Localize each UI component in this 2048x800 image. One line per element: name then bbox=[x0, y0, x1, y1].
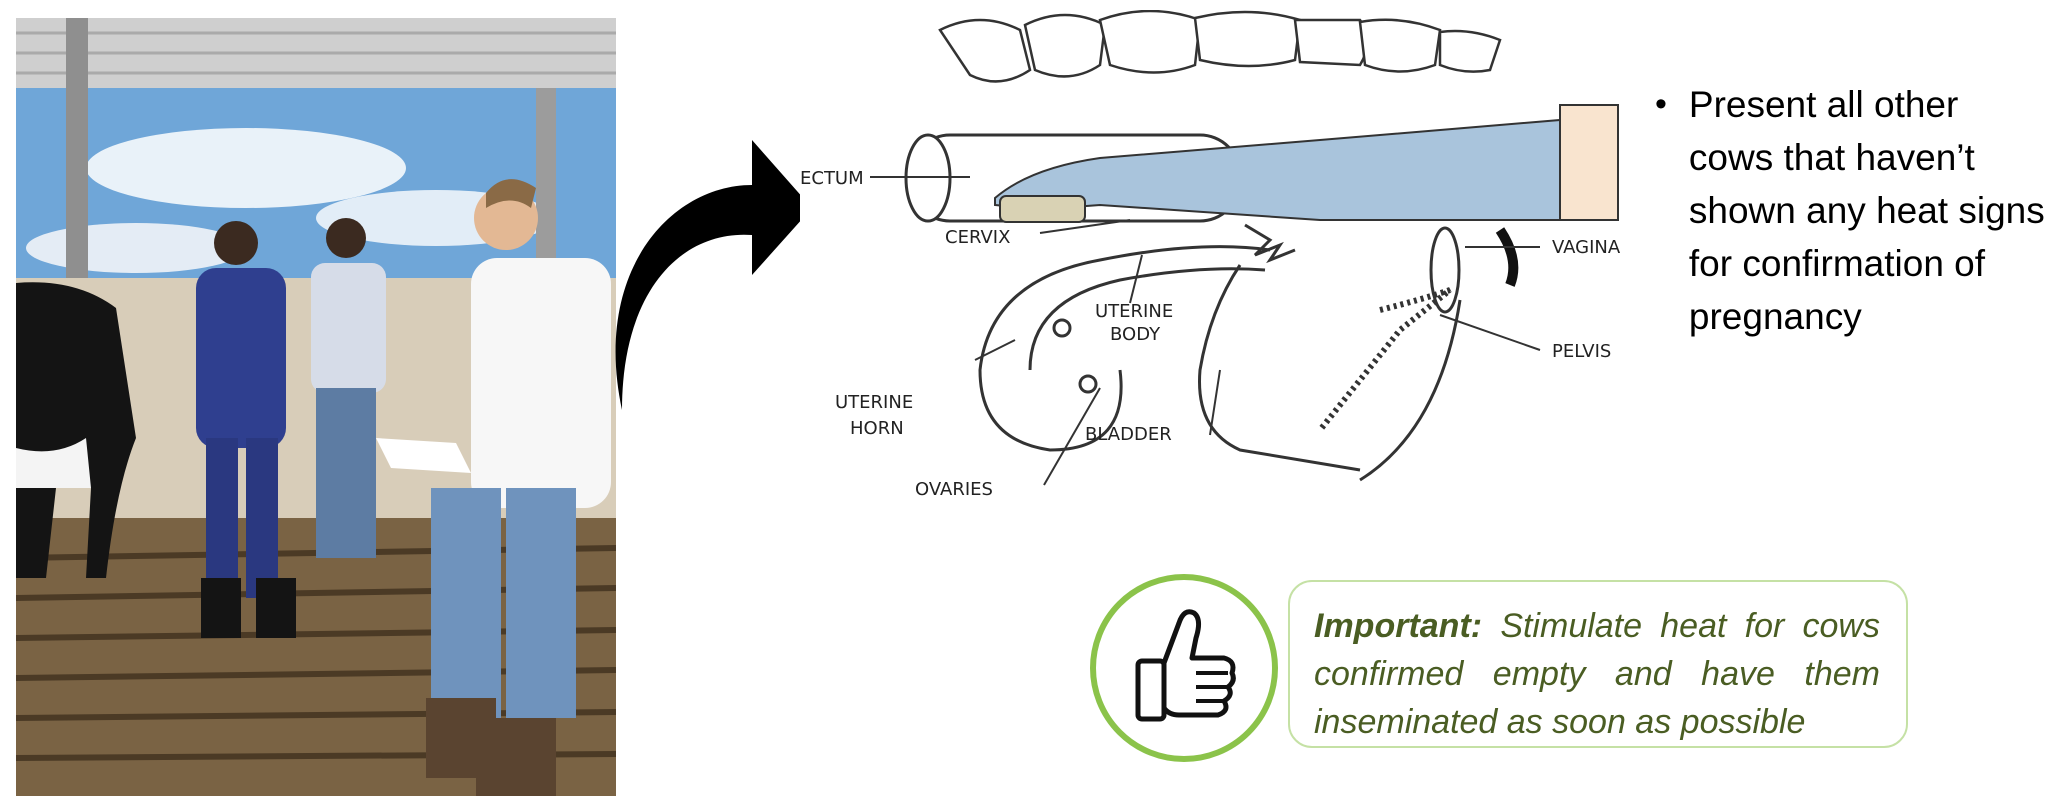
label-cervix: CERVIX bbox=[945, 227, 1010, 248]
note-label: Important: bbox=[1314, 607, 1483, 645]
label-pelvis: PELVIS bbox=[1552, 341, 1611, 362]
label-uterine-horn-1: UTERINE bbox=[835, 392, 913, 413]
bullet-point: • Present all other cows that haven’t sh… bbox=[1655, 78, 2045, 343]
label-ovaries: OVARIES bbox=[915, 479, 993, 497]
label-rectum: ECTUM bbox=[800, 168, 864, 189]
important-note: Important: Stimulate heat for cows confi… bbox=[1288, 580, 1908, 748]
label-uterine-body-2: BODY bbox=[1110, 324, 1161, 345]
label-vagina: VAGINA bbox=[1552, 237, 1621, 258]
label-uterine-body-1: UTERINE bbox=[1095, 301, 1173, 322]
bullet-text: Present all other cows that haven’t show… bbox=[1688, 84, 2045, 337]
label-uterine-horn-2: HORN bbox=[850, 418, 904, 439]
anatomy-diagram: ECTUM CERVIX UTERINE BODY UTERINE HORN O… bbox=[800, 10, 1630, 497]
label-bladder: BLADDER bbox=[1085, 424, 1172, 445]
note-text: Stimulate heat for cows confirmed empty … bbox=[1314, 607, 1880, 741]
curved-arrow-icon bbox=[615, 140, 812, 410]
farm-photo bbox=[16, 18, 616, 796]
bullet-dot: • bbox=[1655, 85, 1667, 123]
thumbs-up-icon bbox=[1135, 609, 1236, 722]
thumbs-up-badge bbox=[1090, 574, 1278, 762]
